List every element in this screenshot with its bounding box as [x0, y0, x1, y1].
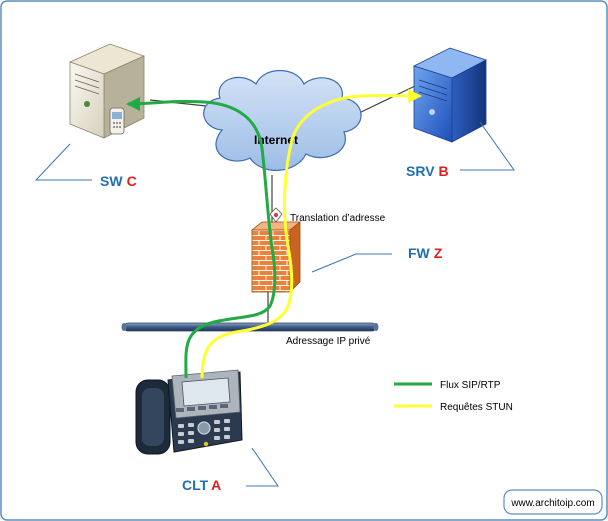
sw-server-icon	[68, 43, 146, 139]
legend-label-stun: Requêtes STUN	[440, 402, 513, 413]
nat-annotation: Translation d’adresse	[290, 213, 386, 224]
softphone-icon	[109, 107, 125, 135]
stun-flow-line	[200, 94, 419, 379]
legend: Flux SIP/RTP Requêtes STUN	[394, 380, 513, 413]
site-url: www.architoip.com	[510, 498, 594, 509]
sip-rtp-flow-line	[127, 99, 277, 379]
label-pointers	[34, 121, 515, 487]
clt-pointer	[246, 447, 279, 487]
private-network-bus	[121, 322, 379, 332]
site-badge: www.architoip.com	[503, 489, 603, 515]
nat-badge-icon	[269, 207, 283, 223]
internet-cloud: Internet	[203, 70, 362, 171]
link-internet-srv	[354, 85, 416, 116]
ip-phone-icon	[135, 369, 243, 455]
sw-pointer	[34, 143, 92, 181]
legend-label-sip-rtp: Flux SIP/RTP	[440, 380, 501, 391]
private-addressing-annotation: Adressage IP privé	[286, 336, 371, 347]
fw-pointer	[311, 253, 392, 273]
srv-pointer	[460, 121, 515, 171]
srv-server-icon	[412, 47, 488, 143]
stun-arrowhead	[408, 89, 422, 103]
sip-rtp-arrowhead	[126, 97, 140, 111]
internet-label: Internet	[254, 133, 298, 147]
